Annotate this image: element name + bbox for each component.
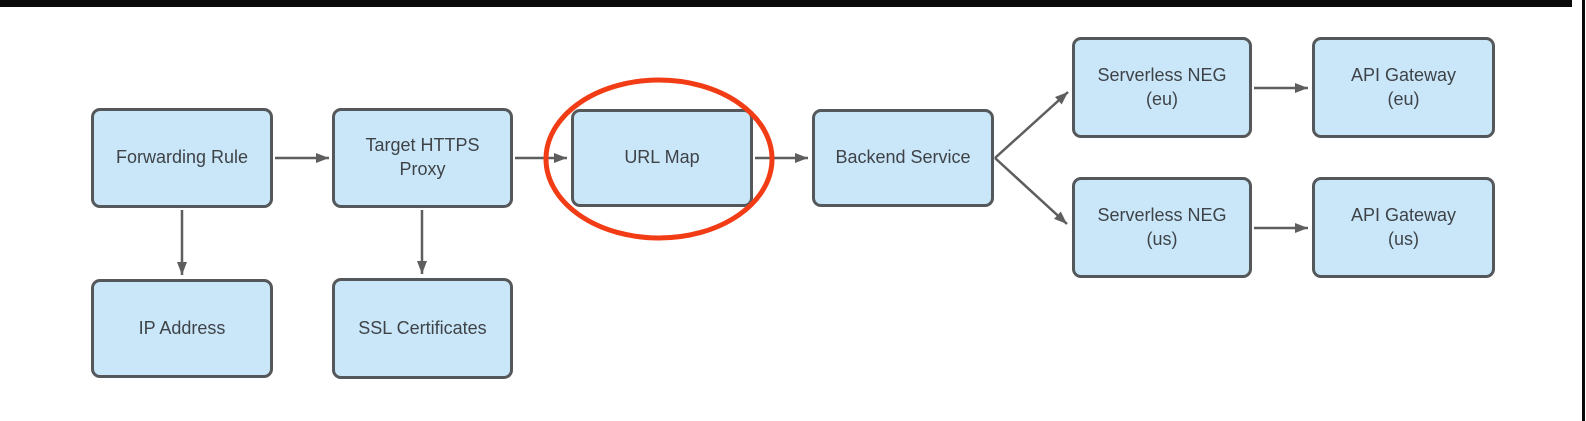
node-backend-service: Backend Service [812, 109, 994, 207]
edge-backendservice-to-neg-eu [994, 91, 1069, 159]
node-label: API Gateway [1350, 204, 1457, 225]
node-label: URL Map [624, 147, 700, 168]
node-target-https-proxy: Target HTTPS Proxy [332, 108, 513, 208]
node-label: Serverless NEG [1097, 64, 1227, 85]
node-label: (eu) [1145, 88, 1178, 109]
node-forwarding-rule: Forwarding Rule [91, 108, 273, 208]
node-label: Backend Service [835, 147, 971, 168]
node-api-gateway-us: API Gateway (us) [1312, 177, 1495, 278]
right-window-edge [1582, 0, 1585, 421]
node-label: SSL Certificates [358, 317, 487, 338]
node-label: (us) [1388, 228, 1419, 249]
node-ip-address: IP Address [91, 279, 273, 378]
node-label: API Gateway [1350, 64, 1457, 85]
node-serverless-neg-eu: Serverless NEG (eu) [1072, 37, 1252, 138]
node-serverless-neg-us: Serverless NEG (us) [1072, 177, 1252, 278]
node-label: Serverless NEG [1097, 204, 1227, 225]
node-label: (us) [1146, 228, 1178, 249]
node-label: Target HTTPS [365, 135, 480, 156]
bottom-divider [0, 0, 1572, 7]
node-ssl-certificates: SSL Certificates [332, 278, 513, 379]
node-label: Forwarding Rule [115, 147, 249, 168]
node-api-gateway-eu: API Gateway (eu) [1312, 37, 1495, 138]
node-label: IP Address [138, 317, 226, 338]
edge-backendservice-to-neg-us [994, 157, 1068, 225]
node-url-map: URL Map [571, 109, 753, 207]
node-label: (eu) [1387, 88, 1420, 109]
node-label: Proxy [399, 159, 446, 179]
